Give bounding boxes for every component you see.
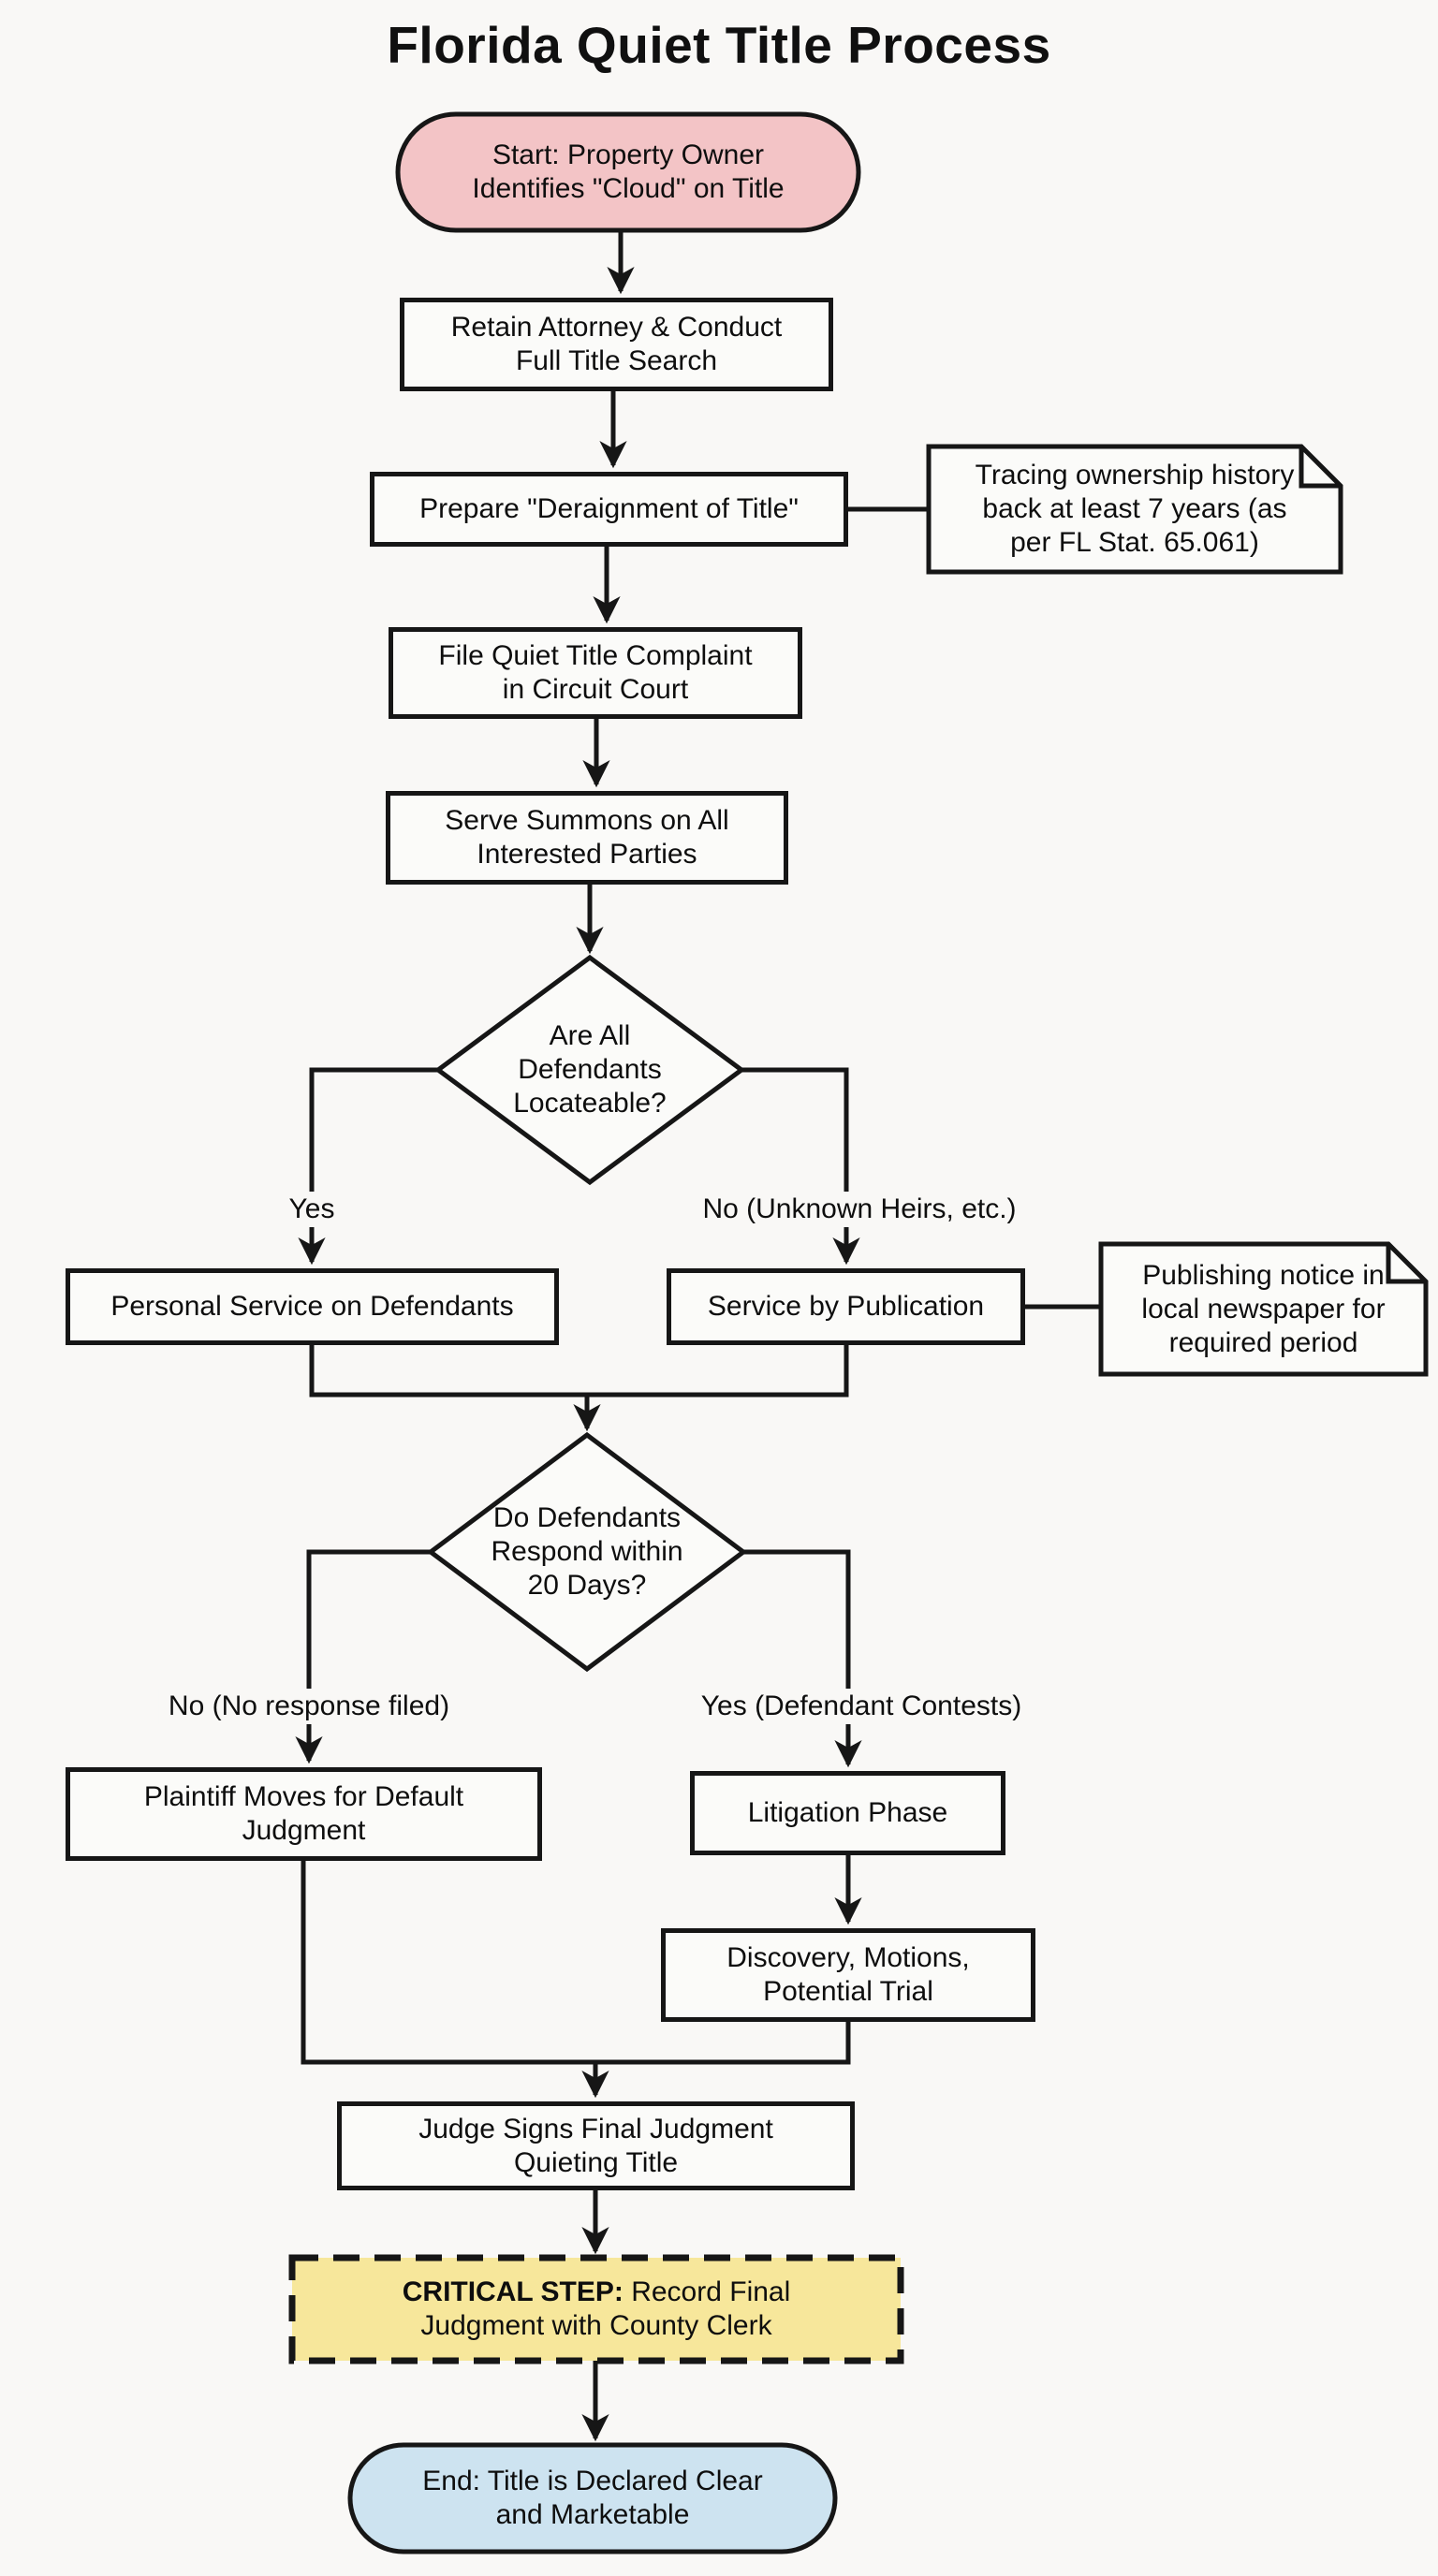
edge-merge1: [309, 1345, 849, 1398]
edge-merge2: [301, 1861, 851, 2065]
critical-step-prefix: CRITICAL STEP:: [402, 2276, 624, 2307]
node-service-publication: Service by Publication: [667, 1268, 1025, 1345]
node-personal-service: Personal Service on Defendants: [66, 1268, 559, 1345]
edge-label-no-unknown-heirs: No (Unknown Heirs, etc.): [693, 1192, 1026, 1227]
note-deraignment-shape: [926, 444, 1343, 575]
node-litigation-phase: Litigation Phase: [690, 1771, 1005, 1855]
node-start-shape: [395, 111, 861, 233]
edge-decision2-no: [295, 1549, 431, 1764]
page-title: Florida Quiet Title Process: [387, 16, 1051, 74]
node-critical-step: CRITICAL STEP: Record Final Judgment wit…: [348, 2262, 844, 2356]
critical-step-line1: Record Final: [623, 2276, 791, 2307]
node-discovery-motions: Discovery, Motions,Potential Trial: [661, 1928, 1035, 2022]
node-end-shape: [347, 2442, 838, 2554]
critical-step-line2: Judgment with County Clerk: [420, 2310, 772, 2341]
decision-locateable-shape: [433, 954, 746, 1186]
node-critical-shape: [288, 2254, 904, 2364]
edge-label-yes: Yes: [279, 1192, 345, 1227]
edge-decision1-no: [741, 1067, 860, 1266]
node-prepare-deraignment: Prepare "Deraignment of Title": [370, 472, 848, 547]
note-deraignment-fold-icon: [1299, 446, 1341, 489]
note-publication-fold-icon: [1386, 1244, 1426, 1284]
edge-label-no-response: No (No response filed): [158, 1689, 460, 1724]
decision-respond-shape: [426, 1431, 748, 1673]
edge-decision2-yes: [743, 1549, 862, 1768]
edge-label-defendant-contests: Yes (Defendant Contests): [691, 1689, 1032, 1724]
edge-decision1-yes: [298, 1067, 438, 1266]
note-publication-shape: [1098, 1241, 1429, 1377]
